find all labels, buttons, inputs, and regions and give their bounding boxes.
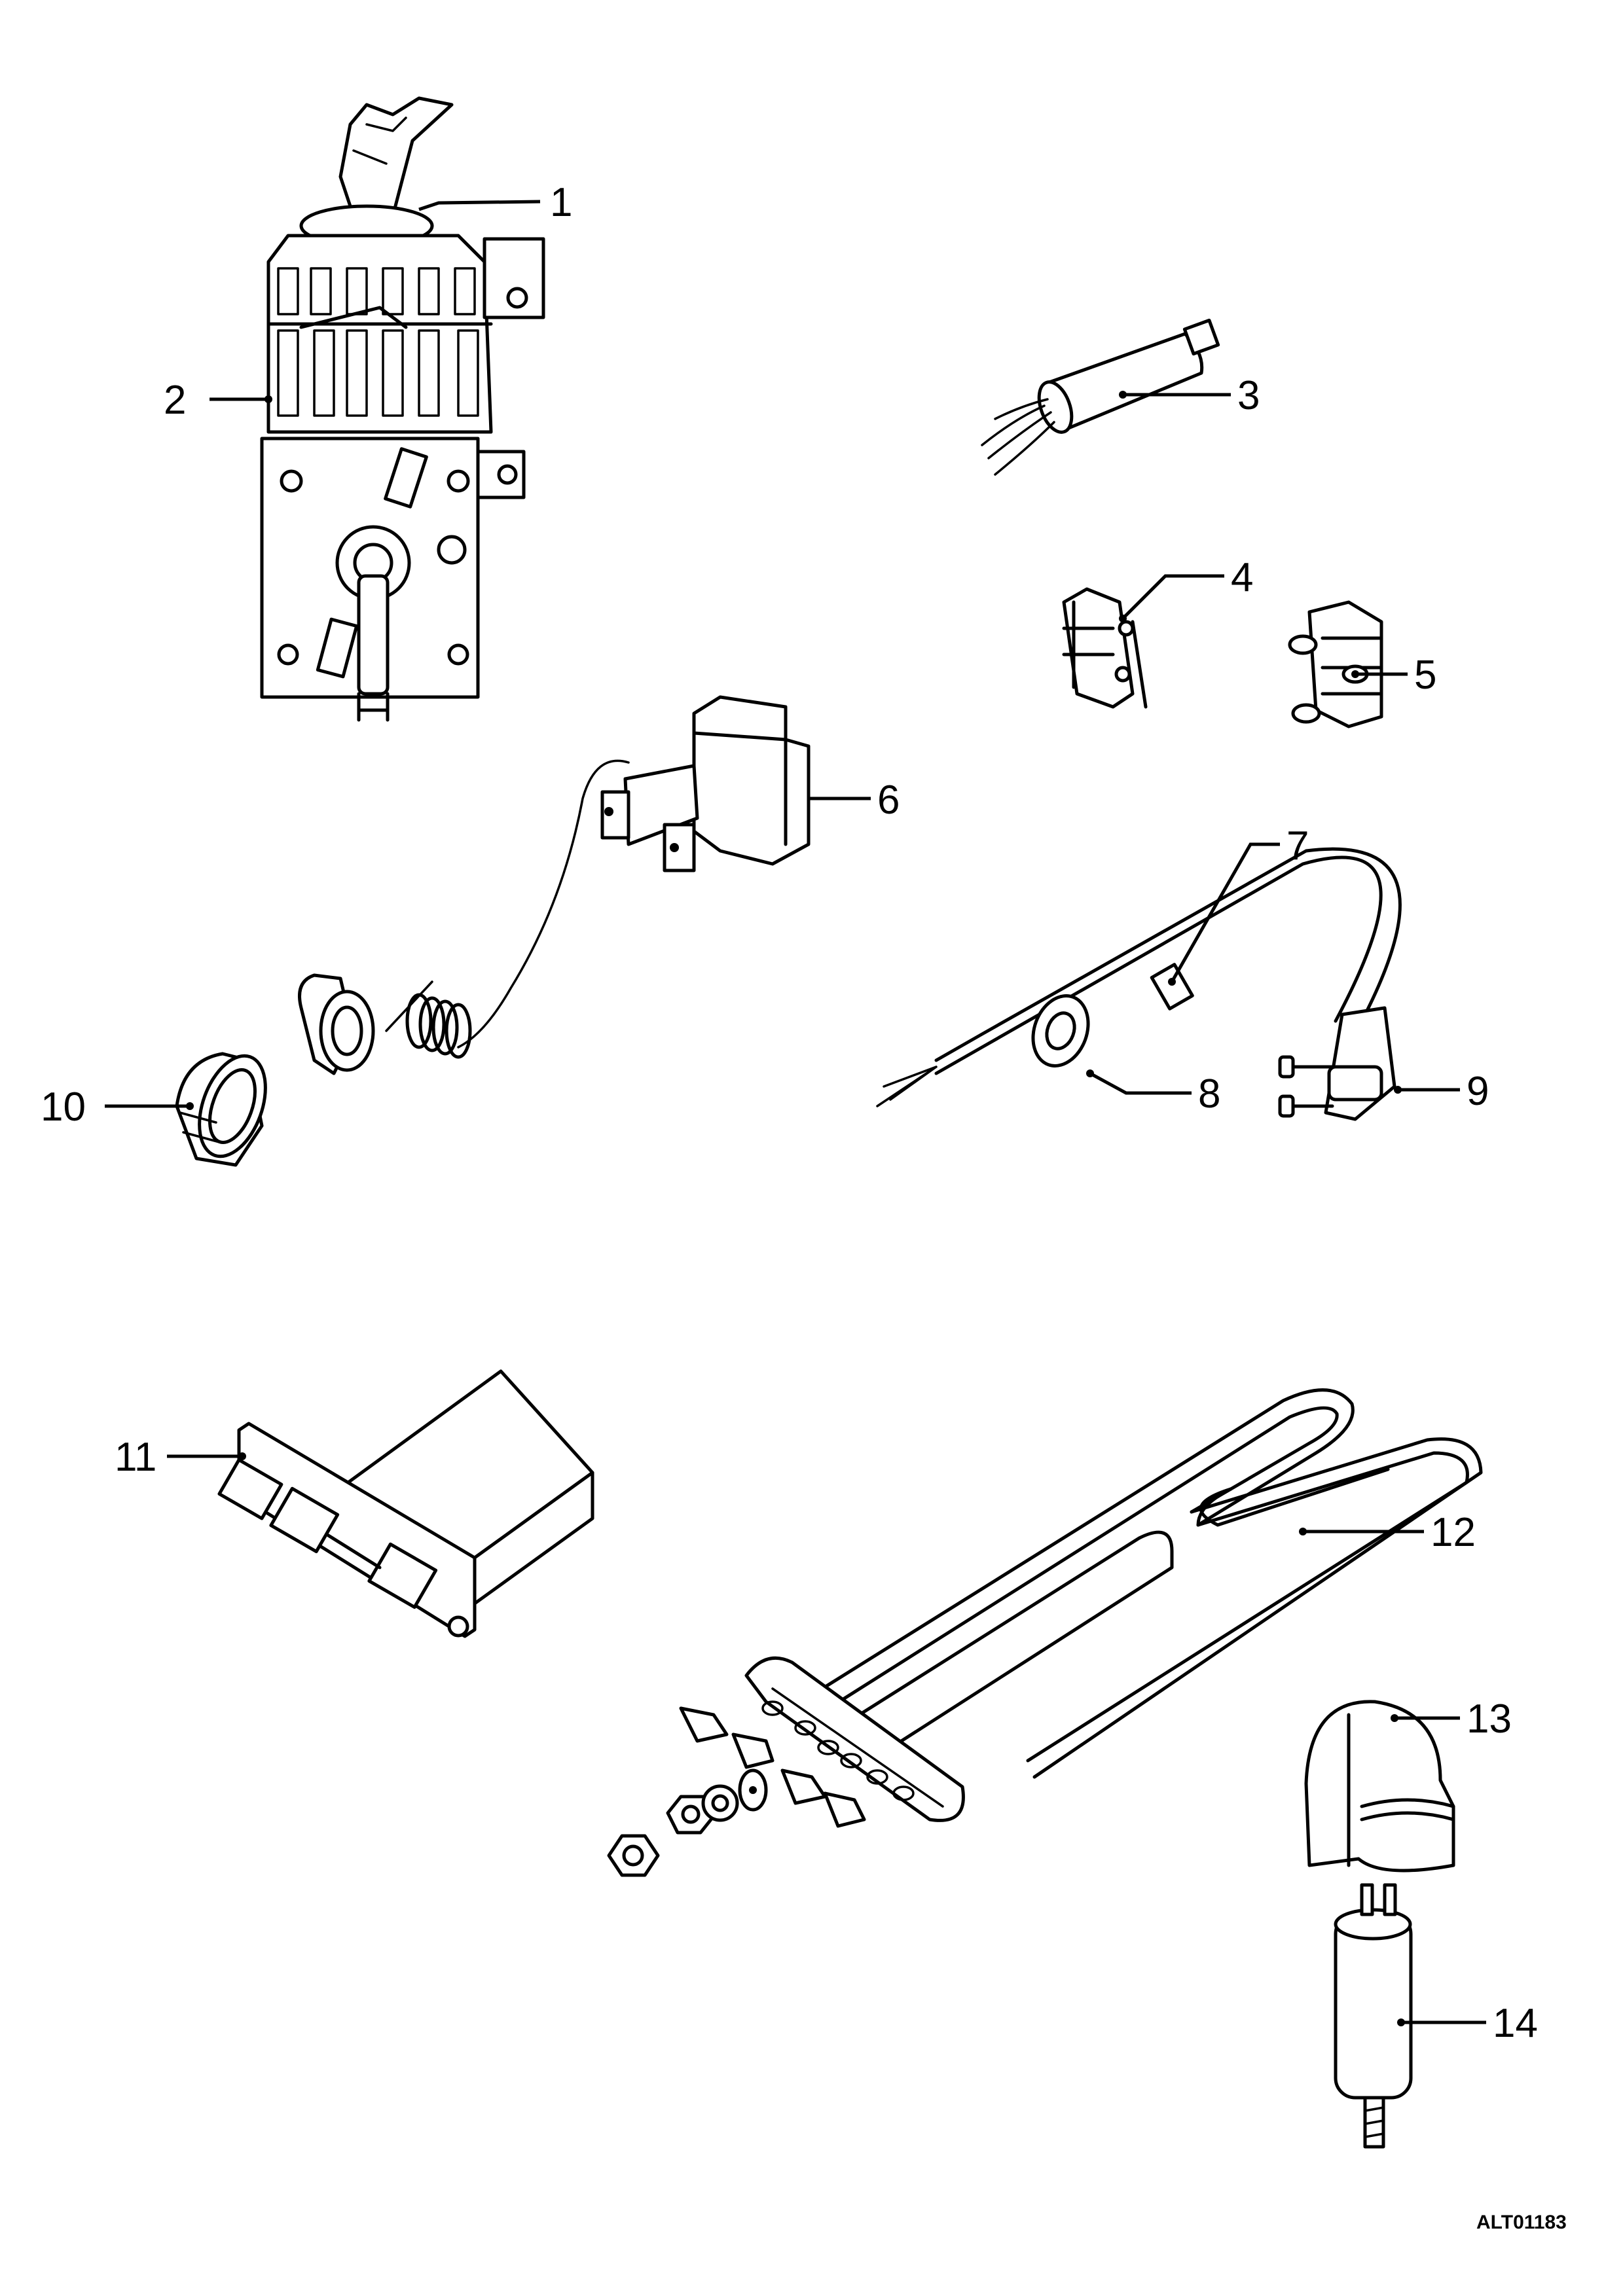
terminal-block bbox=[1288, 600, 1383, 728]
callout-11: 11 bbox=[115, 1435, 156, 1480]
door-switch-clip bbox=[1062, 587, 1148, 709]
figure-code: ALT01183 bbox=[1476, 2212, 1567, 2233]
electronic-control-module bbox=[217, 1369, 594, 1638]
callout-6: 6 bbox=[877, 778, 900, 823]
callout-labels: 1 2 3 4 5 6 7 8 9 10 11 12 13 14 bbox=[41, 180, 1538, 2046]
heating-element bbox=[607, 1388, 1483, 1877]
callout-2: 2 bbox=[164, 378, 186, 423]
callout-3: 3 bbox=[1237, 373, 1260, 418]
callout-13: 13 bbox=[1467, 1696, 1512, 1742]
suppressor-capacitor bbox=[981, 318, 1220, 476]
leader-lines bbox=[105, 200, 1486, 2026]
callout-4: 4 bbox=[1231, 555, 1253, 600]
program-timer bbox=[260, 96, 545, 722]
door-interlock bbox=[457, 695, 811, 1049]
callout-9: 9 bbox=[1467, 1069, 1489, 1114]
power-cord-assembly bbox=[876, 847, 1402, 1121]
callout-14: 14 bbox=[1493, 2001, 1538, 2046]
callout-5: 5 bbox=[1414, 653, 1436, 698]
callout-10: 10 bbox=[41, 1085, 86, 1130]
callout-8: 8 bbox=[1198, 1071, 1220, 1117]
capacitor-cover bbox=[1304, 1700, 1455, 1873]
motor-capacitor bbox=[1334, 1883, 1413, 2149]
door-boot-assembly bbox=[175, 973, 472, 1167]
callout-7: 7 bbox=[1286, 823, 1309, 869]
callout-12: 12 bbox=[1431, 1510, 1476, 1555]
callout-1: 1 bbox=[550, 180, 572, 225]
